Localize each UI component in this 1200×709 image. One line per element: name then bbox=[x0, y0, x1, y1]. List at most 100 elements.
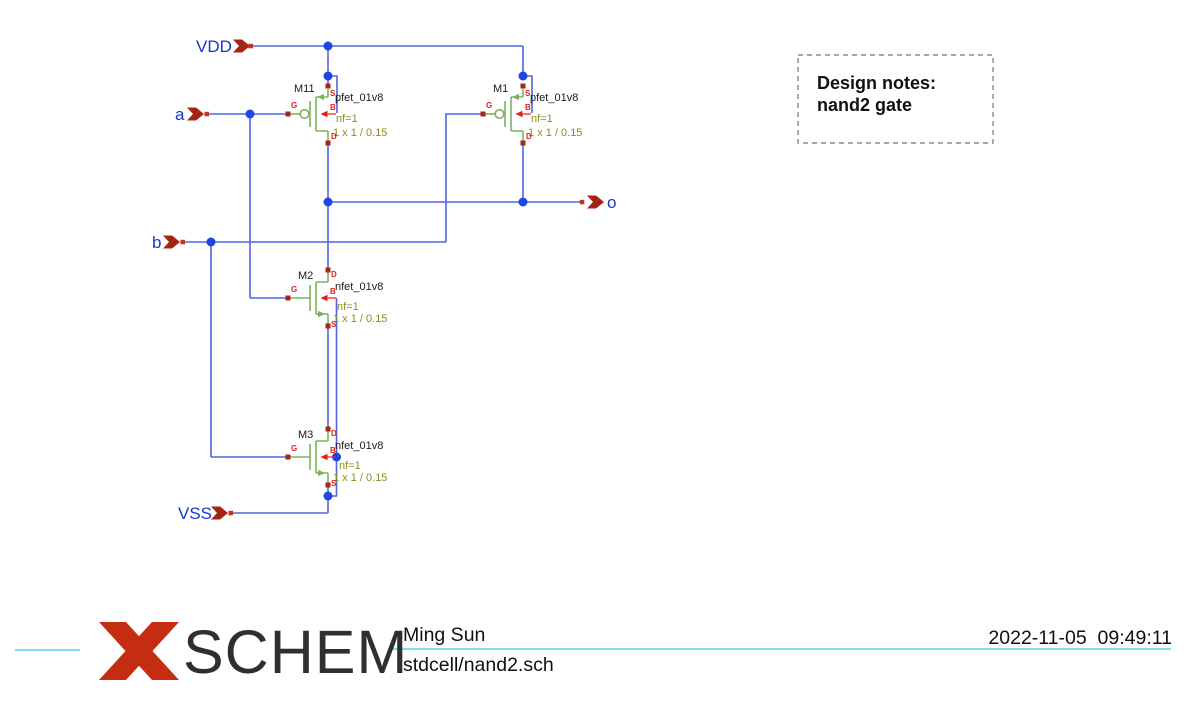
port-vss[interactable]: VSS bbox=[178, 504, 233, 523]
junction-dots bbox=[206, 41, 528, 501]
m3-pin-label-b: B bbox=[330, 446, 336, 455]
m2-drain-pin[interactable] bbox=[325, 267, 331, 273]
m2-pin-label-d: D bbox=[331, 270, 337, 279]
m11-bulk-arrow-icon bbox=[320, 110, 328, 118]
m3-pin-label-d: D bbox=[331, 429, 337, 438]
m3-pin-label-g: G bbox=[291, 444, 297, 453]
m11-pin-label-g: G bbox=[291, 101, 297, 110]
m2-model: nfet_01v8 bbox=[335, 281, 383, 293]
m1-pin-label-b: B bbox=[525, 103, 531, 112]
junction-dot bbox=[518, 197, 528, 207]
xschem-logo-text: SCHEM bbox=[183, 618, 408, 686]
m11-pin-label-b: B bbox=[330, 103, 336, 112]
m2-pin-label-b: B bbox=[330, 287, 336, 296]
titleblock-datetime: 2022-11-05 09:49:11 bbox=[988, 627, 1172, 649]
xschem-logo-x-icon bbox=[99, 622, 179, 680]
design-notes-box bbox=[797, 54, 994, 144]
titleblock-filename: stdcell/nand2.sch bbox=[403, 654, 554, 676]
wire-b-to-m1-gate[interactable] bbox=[445, 113, 484, 242]
m3-name: M3 bbox=[298, 429, 313, 441]
m11-drain-pin[interactable] bbox=[325, 140, 331, 146]
m2-bulk-arrow-icon bbox=[320, 294, 328, 302]
m3-drain-pin[interactable] bbox=[325, 426, 331, 432]
transistor-m3[interactable]: M3 nfet_01v8 nf=1 1 x 1 / 0.15 G D B S bbox=[285, 426, 388, 489]
junction-dot bbox=[332, 452, 341, 462]
port-o[interactable]: o bbox=[579, 193, 617, 212]
transistor-m2[interactable]: M2 nfet_01v8 nf=1 1 x 1 / 0.15 G D B S bbox=[285, 267, 388, 330]
m1-model: pfet_01v8 bbox=[530, 92, 578, 104]
m1-bulk-arrow-icon bbox=[515, 110, 523, 118]
m2-name: M2 bbox=[298, 270, 313, 282]
port-arrow-icon bbox=[233, 39, 250, 53]
wires bbox=[182, 45, 580, 514]
pfet-bubble-icon bbox=[299, 108, 310, 120]
m1-dims: 1 x 1 / 0.15 bbox=[528, 127, 582, 139]
m3-dims: 1 x 1 / 0.15 bbox=[333, 472, 387, 484]
port-pin-square bbox=[180, 239, 185, 245]
m2-nf: nf=1 bbox=[337, 301, 359, 313]
port-arrow-icon bbox=[211, 506, 228, 520]
m3-gate-pin[interactable] bbox=[285, 454, 291, 460]
m3-model: nfet_01v8 bbox=[335, 440, 383, 452]
m11-model: pfet_01v8 bbox=[335, 92, 383, 104]
junction-dot bbox=[323, 71, 333, 81]
m1-pin-label-g: G bbox=[486, 101, 492, 110]
m3-bulk-arrow-icon bbox=[320, 453, 328, 461]
m1-gate-pin[interactable] bbox=[480, 111, 486, 117]
port-b-label: b bbox=[152, 233, 161, 252]
junction-dot bbox=[206, 237, 216, 247]
m11-name: M11 bbox=[294, 83, 315, 95]
design-notes[interactable]: Design notes: nand2 gate bbox=[797, 54, 994, 144]
m11-source-pin[interactable] bbox=[325, 83, 331, 89]
junction-dot bbox=[323, 197, 333, 207]
pfet-bubble-icon bbox=[494, 108, 505, 120]
source-arrow-icon bbox=[318, 469, 325, 477]
port-b[interactable]: b bbox=[152, 233, 185, 252]
port-arrow-icon bbox=[163, 235, 180, 249]
port-arrow-icon bbox=[187, 107, 204, 121]
m3-nf: nf=1 bbox=[339, 460, 361, 472]
port-o-label: o bbox=[607, 193, 616, 212]
titleblock-author: Ming Sun bbox=[403, 624, 485, 646]
m2-pin-label-g: G bbox=[291, 285, 297, 294]
m1-pin-label-d: D bbox=[526, 132, 532, 141]
m2-gate-pin[interactable] bbox=[285, 295, 291, 301]
port-pin-square bbox=[248, 43, 253, 49]
m3-source-pin[interactable] bbox=[325, 482, 331, 488]
port-pin-square bbox=[579, 199, 585, 205]
title-block[interactable]: SCHEM Ming Sun stdcell/nand2.sch 2022-11… bbox=[15, 618, 1172, 686]
m1-name: M1 bbox=[493, 83, 508, 95]
junction-dot bbox=[518, 71, 528, 81]
port-pin-square bbox=[204, 111, 209, 117]
transistor-m1[interactable]: M1 pfet_01v8 nf=1 1 x 1 / 0.15 G S B D bbox=[480, 83, 583, 146]
source-arrow-icon bbox=[317, 93, 324, 101]
m11-gate-pin[interactable] bbox=[285, 111, 291, 117]
port-a-label: a bbox=[175, 105, 185, 124]
m2-dims: 1 x 1 / 0.15 bbox=[333, 313, 387, 325]
source-arrow-icon bbox=[512, 93, 519, 101]
m2-pin-label-s: S bbox=[331, 320, 337, 329]
port-arrow-icon bbox=[587, 195, 604, 209]
port-pin-square bbox=[228, 510, 233, 516]
port-a[interactable]: a bbox=[175, 105, 209, 124]
m11-dims: 1 x 1 / 0.15 bbox=[333, 127, 387, 139]
m11-nf: nf=1 bbox=[336, 113, 358, 125]
port-vdd-label: VDD bbox=[196, 37, 232, 56]
junction-dot bbox=[245, 109, 255, 119]
m1-source-pin[interactable] bbox=[520, 83, 526, 89]
source-arrow-icon bbox=[318, 310, 325, 318]
junction-dot bbox=[323, 491, 333, 501]
m11-pin-label-s: S bbox=[330, 89, 336, 98]
port-vdd[interactable]: VDD bbox=[196, 37, 253, 56]
m1-drain-pin[interactable] bbox=[520, 140, 526, 146]
design-notes-line2: nand2 gate bbox=[817, 95, 912, 115]
m2-source-pin[interactable] bbox=[325, 323, 331, 329]
design-notes-line1: Design notes: bbox=[817, 73, 936, 93]
m1-pin-label-s: S bbox=[525, 89, 531, 98]
transistor-m11[interactable]: M11 pfet_01v8 nf=1 1 x 1 / 0.15 G S B D bbox=[285, 83, 388, 146]
m11-pin-label-d: D bbox=[331, 132, 337, 141]
m1-nf: nf=1 bbox=[531, 113, 553, 125]
junction-dot bbox=[323, 41, 333, 51]
port-vss-label: VSS bbox=[178, 504, 212, 523]
